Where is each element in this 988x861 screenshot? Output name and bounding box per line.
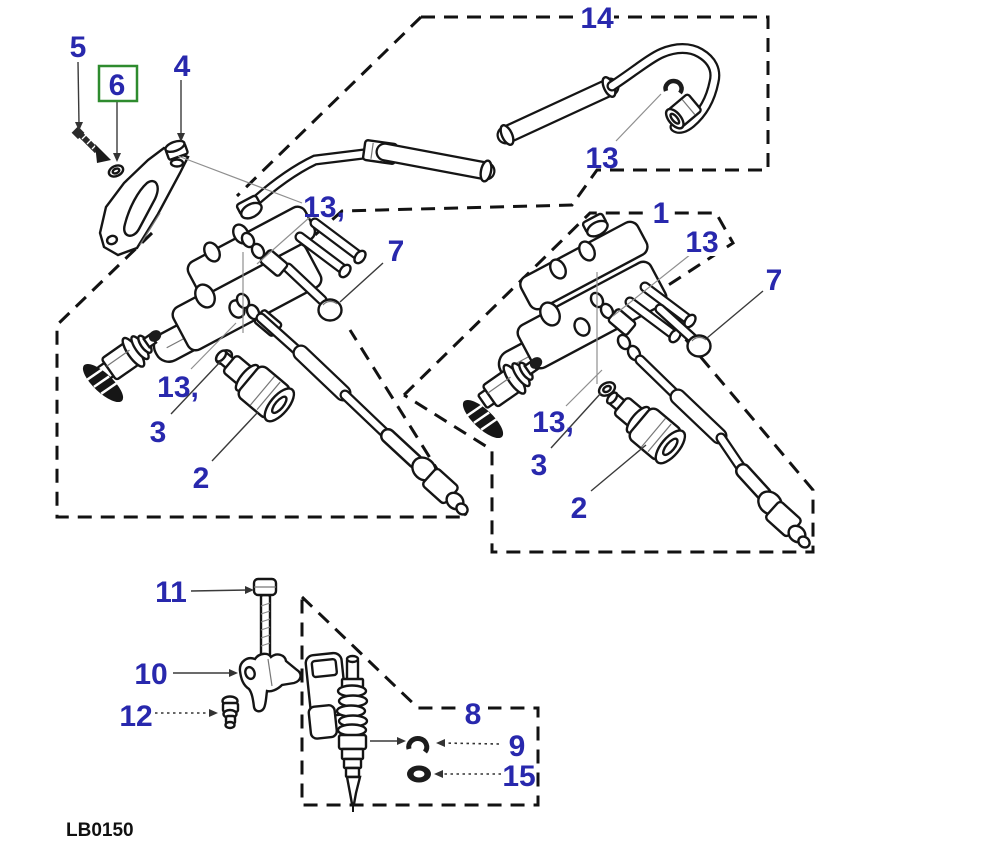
- callout-14: 14: [580, 2, 614, 35]
- callout-6-box: [97, 64, 139, 103]
- injector-2-left: [214, 349, 296, 423]
- callout-12: 12: [119, 700, 152, 733]
- leader-lines: [75, 61, 764, 778]
- screw-5: [71, 126, 111, 163]
- callout-13-left-lower: 13,: [157, 371, 199, 404]
- washer-under-nut: [169, 158, 185, 168]
- injector-body-left: [152, 194, 469, 516]
- clip-9: [406, 735, 430, 754]
- unit-injector-8: [304, 651, 369, 812]
- callout-11: 11: [155, 576, 187, 609]
- callout-6: 6: [109, 69, 126, 102]
- callout-8: 8: [465, 698, 482, 731]
- pipe-end-fitting: [664, 93, 702, 130]
- pressure-regulator-right: [477, 357, 543, 409]
- callout-2-left: 2: [193, 462, 210, 495]
- bolt-7-left: [282, 262, 343, 322]
- seal-right: [462, 399, 504, 439]
- boundary-left-box: [55, 231, 470, 519]
- callout-5: 5: [70, 31, 87, 64]
- injector-body-right: [497, 212, 811, 549]
- clamp-fork-10: [238, 652, 302, 713]
- callout-2-right: 2: [571, 492, 588, 525]
- seal-left: [82, 363, 124, 403]
- bolt-11: [252, 577, 278, 659]
- mounting-bracket: [98, 146, 190, 257]
- washer-15: [407, 765, 431, 783]
- spacer-12: [221, 695, 240, 730]
- fuel-pipe-assembly: [244, 43, 721, 212]
- callout-9: 9: [509, 730, 526, 763]
- callout-10: 10: [134, 658, 167, 691]
- pipe-clip: [663, 78, 684, 95]
- callout-3-right: 3: [531, 449, 548, 482]
- callout-13-right-lower: 13,: [532, 406, 574, 439]
- boundary-box-8: [300, 593, 540, 807]
- boundary-box-14: [235, 15, 770, 284]
- callout-7-left: 7: [388, 235, 405, 268]
- washer-6: [107, 164, 125, 178]
- callout-13-left-upper: 13,: [303, 191, 345, 224]
- bolt-7-right: [654, 303, 712, 358]
- callout-3-left: 3: [150, 416, 167, 449]
- callout-1: 1: [653, 197, 670, 230]
- nut-4: [164, 139, 189, 161]
- injector-2-right: [605, 391, 687, 465]
- callout-15: 15: [502, 760, 535, 793]
- callout-4: 4: [174, 50, 191, 83]
- callout-13-right-upper: 13: [685, 226, 718, 259]
- pressure-regulator-left: [96, 330, 162, 382]
- callout-labels: 5 6 4 14 13 13, 7 1 13 7 13, 3 2 13, 3 2…: [70, 2, 783, 793]
- callout-13-pipe: 13: [585, 142, 618, 175]
- callout-7-right: 7: [766, 264, 783, 297]
- diagram-code: LB0150: [66, 820, 134, 841]
